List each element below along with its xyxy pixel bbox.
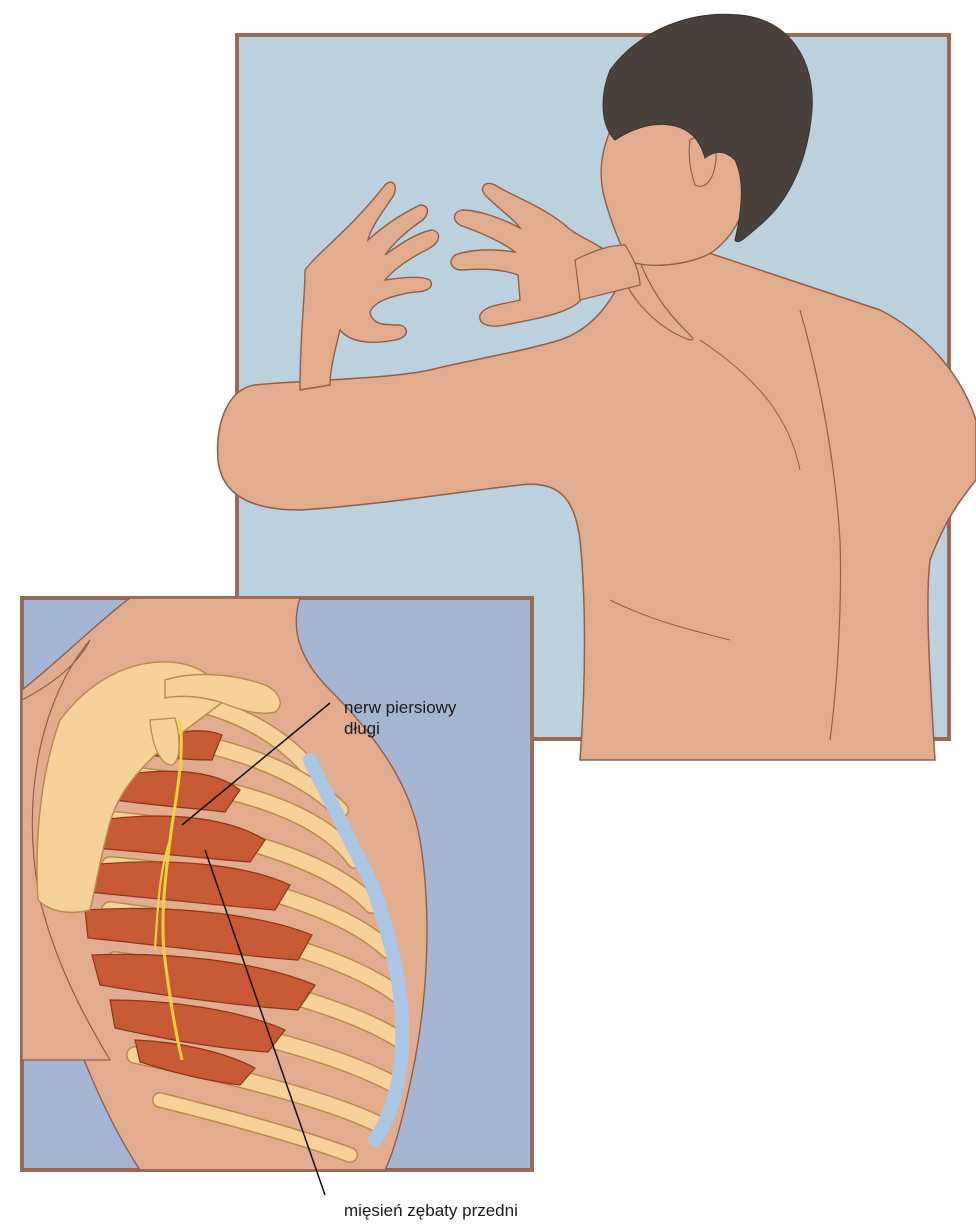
inset-panel xyxy=(22,598,532,1170)
nerve-label-line2: długi xyxy=(344,719,380,738)
muscle-label: mięsień zębaty przedni xyxy=(344,1201,518,1220)
nerve-label-line1: nerw piersiowy xyxy=(344,698,457,717)
